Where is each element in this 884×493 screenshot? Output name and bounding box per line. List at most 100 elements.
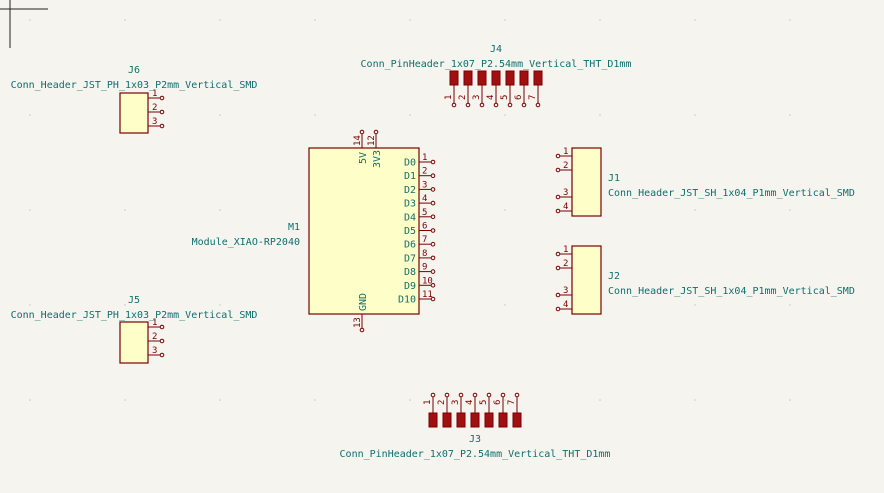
m1-pin-num-12: 12 <box>367 135 377 146</box>
m1-pin-end <box>430 173 436 178</box>
j3-pin-num: 6 <box>493 400 503 405</box>
m1-value: Module_XIAO-RP2040 <box>192 237 300 248</box>
m1-pin-end <box>430 214 436 220</box>
m1-pin-end <box>430 228 436 233</box>
j1-pin-num: 3 <box>563 188 568 198</box>
m1-pin-num-14: 14 <box>353 135 363 146</box>
j1-pin-end <box>555 208 561 214</box>
m1-bottom-pins: 13 GND <box>353 293 369 333</box>
j2-pin-end <box>555 292 561 298</box>
j1-pin-end <box>555 167 561 173</box>
j2-value: Conn_Header_JST_SH_1x04_P1mm_Vertical_SM… <box>608 286 855 297</box>
m1-pin-name-3v3: 3V3 <box>372 150 383 168</box>
j4-pin-num: 2 <box>458 95 468 100</box>
m1-pin-name: D1 <box>404 171 416 182</box>
m1-pin-end <box>430 159 436 165</box>
j4-pad <box>519 70 529 86</box>
j6-pin-1: 1 <box>152 89 157 99</box>
connector-j6[interactable]: J6 Conn_Header_JST_PH_1x03_P2mm_Vertical… <box>11 65 258 134</box>
m1-pin-num: 1 <box>422 153 427 163</box>
j2-pin-end <box>555 306 561 312</box>
m1-pin-end <box>430 187 436 192</box>
m1-pin-name: D7 <box>404 253 416 264</box>
j6-pins: 1 2 3 <box>148 89 165 129</box>
j4-pin-end <box>493 102 499 108</box>
j3-pad <box>456 412 466 428</box>
m1-pin-num: 2 <box>422 167 427 177</box>
j4-pin-num: 3 <box>472 95 482 100</box>
j5-pin-1: 1 <box>152 318 157 328</box>
m1-pin-num: 8 <box>422 249 427 259</box>
j3-pin-end <box>444 392 450 398</box>
j3-pin-num: 4 <box>465 400 475 405</box>
connector-j1[interactable]: J1 Conn_Header_JST_SH_1x04_P1mm_Vertical… <box>555 147 855 217</box>
j4-pin-num: 4 <box>486 95 496 100</box>
j6-value: Conn_Header_JST_PH_1x03_P2mm_Vertical_SM… <box>11 80 258 91</box>
j3-pin-num: 5 <box>479 400 489 405</box>
j5-pins: 1 2 3 <box>148 318 165 358</box>
m1-pin-end <box>430 255 436 261</box>
connector-j4[interactable]: J4 Conn_PinHeader_1x07_P2.54mm_Vertical_… <box>361 44 632 108</box>
j2-pin-num: 3 <box>563 286 568 296</box>
m1-pin-end <box>430 283 436 288</box>
j5-pin-3: 3 <box>152 346 157 356</box>
j5-ref: J5 <box>128 295 140 306</box>
j4-pin-end <box>479 102 485 108</box>
connector-j2[interactable]: J2 Conn_Header_JST_SH_1x04_P1mm_Vertical… <box>555 245 855 315</box>
m1-ref: M1 <box>288 222 300 233</box>
j3-pin-num: 2 <box>437 400 447 405</box>
j3-pad <box>484 412 494 428</box>
m1-pin-num: 5 <box>422 208 427 218</box>
j4-pin-end <box>535 102 541 108</box>
j1-body <box>571 147 602 217</box>
j4-pad <box>449 70 459 86</box>
j3-pin-end <box>472 392 478 398</box>
j4-pin-num: 7 <box>528 95 538 100</box>
j3-pin-num: 7 <box>507 400 517 405</box>
j4-pad <box>463 70 473 86</box>
m1-pin-num-13: 13 <box>353 317 363 328</box>
j2-ref: J2 <box>608 271 620 282</box>
j5-body <box>119 321 149 364</box>
j6-pin-3: 3 <box>152 117 157 127</box>
j3-pad <box>470 412 480 428</box>
connector-j3[interactable]: J3 Conn_PinHeader_1x07_P2.54mm_Vertical_… <box>340 392 611 460</box>
j4-pad <box>491 70 501 86</box>
j2-pin-num: 2 <box>563 259 568 269</box>
j3-pin-num: 3 <box>451 400 461 405</box>
m1-pin-name: D9 <box>404 281 416 292</box>
j1-ref: J1 <box>608 173 620 184</box>
m1-pin-num: 7 <box>422 235 427 245</box>
j2-pin-num: 4 <box>563 300 568 310</box>
j4-pin-num: 1 <box>444 95 454 100</box>
j4-pin-end <box>521 102 527 108</box>
j2-pin-num: 1 <box>563 245 568 255</box>
crosshair-cursor <box>0 0 48 48</box>
m1-pin-num: 3 <box>422 180 427 190</box>
module-m1[interactable]: M1 Module_XIAO-RP2040 1D02D13D24D35D46D5… <box>192 129 436 333</box>
j3-pad <box>442 412 452 428</box>
j1-pin-end <box>555 194 561 200</box>
m1-pin-name: D2 <box>404 185 416 196</box>
j4-pin-end <box>507 102 513 108</box>
connector-j5[interactable]: J5 Conn_Header_JST_PH_1x03_P2mm_Vertical… <box>11 295 258 364</box>
j3-pin-end <box>458 392 464 398</box>
j4-pin-num: 6 <box>514 95 524 100</box>
m1-pin-name: D3 <box>404 199 416 210</box>
m1-pin-num: 9 <box>422 263 427 273</box>
m1-pin-name-5v: 5V <box>358 152 369 164</box>
j3-pad <box>428 412 438 428</box>
m1-pin-num: 11 <box>422 290 433 300</box>
m1-pin-end <box>430 200 436 206</box>
j1-pin-num: 2 <box>563 161 568 171</box>
j3-value: Conn_PinHeader_1x07_P2.54mm_Vertical_THT… <box>340 449 611 460</box>
j3-ref: J3 <box>469 434 481 445</box>
m1-pin-num: 10 <box>422 276 433 286</box>
j5-value: Conn_Header_JST_PH_1x03_P2mm_Vertical_SM… <box>11 310 258 321</box>
j1-pin-end <box>555 153 561 159</box>
j3-pin-end <box>514 392 520 398</box>
